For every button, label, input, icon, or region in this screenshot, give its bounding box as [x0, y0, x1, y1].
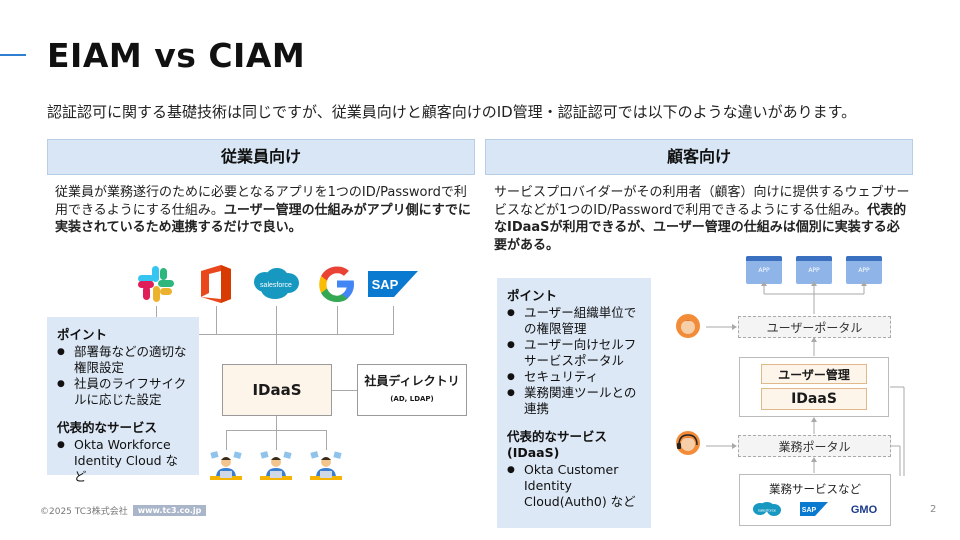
employee-worker-icon — [307, 450, 345, 486]
customer-services-heading: 代表的なサービス(IDaaS) — [507, 429, 608, 460]
app-window-icon: APP — [846, 256, 882, 284]
customer-point-item: ユーザー組織単位での権限管理 — [507, 305, 641, 337]
user-management-box: ユーザー管理 — [761, 364, 867, 384]
connector-line — [226, 430, 227, 450]
google-logo-icon — [314, 262, 360, 306]
connector-line — [276, 416, 277, 430]
slide-subtitle: 認証認可に関する基礎技術は同じですが、従業員向けと顧客向けのID管理・認証認可で… — [47, 103, 857, 121]
employee-worker-icon — [207, 450, 245, 486]
page-number: 2 — [930, 504, 937, 515]
employee-worker-icon — [257, 450, 295, 486]
sap-logo-text: SAP — [372, 277, 399, 292]
customer-point-item: ユーザー向けセルフサービスポータル — [507, 337, 641, 369]
salesforce-logo-icon: salesforce — [753, 502, 781, 516]
employee-column-header: 従業員向け — [47, 139, 475, 175]
connector-line — [156, 334, 394, 335]
customer-user-icon — [675, 313, 701, 341]
customer-flow-connectors — [706, 281, 905, 476]
employee-directory-box: 社員ディレクトリ (AD, LDAP) — [357, 364, 467, 416]
customer-points-box: ポイント ユーザー組織単位での権限管理 ユーザー向けセルフサービスポータル セキ… — [497, 278, 651, 528]
user-portal-box: ユーザーポータル — [738, 316, 891, 338]
customer-description-bold: 代表的なIDaaSが利用できるが、ユーザー管理の仕組みは個別に実装する必要がある… — [494, 202, 907, 253]
customer-points-heading: ポイント — [507, 288, 558, 303]
employee-service-item: Okta Workforce Identity Cloud など — [57, 437, 189, 485]
customer-point-item: セキュリティ — [507, 369, 641, 385]
employee-directory-sub: (AD, LDAP) — [390, 395, 434, 403]
sap-logo-icon: SAP — [367, 262, 419, 306]
customer-service-item: Okta Customer Identity Cloud(Auth0) など — [507, 462, 641, 510]
connector-line — [326, 430, 327, 450]
customer-description-plain: サービスプロバイダーがその利用者（顧客）向けに提供するウェブサービスなどが1つの… — [494, 185, 910, 218]
employee-description: 従業員が業務遂行のために必要となるアプリを1つのID/Passwordで利用でき… — [55, 184, 475, 237]
sap-logo-icon: SAP — [800, 502, 828, 516]
gmo-logo-text: GMO — [851, 504, 878, 516]
app-window-icon: APP — [746, 256, 782, 284]
business-portal-box: 業務ポータル — [738, 435, 891, 457]
footer: ©2025 TC3株式会社 www.tc3.co.jp — [40, 504, 207, 517]
customer-column-header: 顧客向け — [485, 139, 913, 175]
app-window-icon: APP — [796, 256, 832, 284]
employee-services-heading: 代表的なサービス — [57, 420, 158, 435]
salesforce-logo-icon: salesforce — [250, 262, 302, 306]
employee-points-box: ポイント 部署毎などの適切な権限設定 社員のライフサイクルに応じた設定 代表的な… — [47, 317, 199, 484]
customer-point-item: 業務関連ツールとの連携 — [507, 385, 641, 417]
employee-point-item: 社員のライフサイクルに応じた設定 — [57, 376, 189, 408]
business-services-box: 業務サービスなど salesforce SAP GMO — [739, 474, 891, 526]
slide-title: EIAM vs CIAM — [47, 36, 306, 75]
employee-point-item: 部署毎などの適切な権限設定 — [57, 344, 189, 376]
app-label: APP — [758, 267, 770, 274]
slack-logo-icon — [133, 262, 179, 306]
connector-line — [337, 306, 338, 334]
support-operator-icon — [675, 430, 701, 458]
connector-line — [276, 430, 277, 450]
connector-line — [216, 306, 217, 334]
customer-idaas-box: IDaaS — [761, 388, 867, 410]
business-services-label: 業務サービスなど — [769, 482, 861, 496]
employee-points-heading: ポイント — [57, 327, 108, 342]
employee-description-plain: 従業員が業務遂行のために必要となるアプリを1つのID/Passwordで利用でき… — [55, 185, 467, 218]
app-label: APP — [858, 267, 870, 274]
connector-line — [393, 306, 394, 334]
salesforce-logo-text: salesforce — [260, 282, 292, 289]
employee-directory-label: 社員ディレクトリ — [364, 374, 460, 388]
customer-description: サービスプロバイダーがその利用者（顧客）向けに提供するウェブサービスなどが1つの… — [494, 184, 912, 254]
office-logo-icon — [195, 262, 237, 306]
footer-copyright: ©2025 TC3株式会社 — [40, 507, 128, 517]
app-label: APP — [808, 267, 820, 274]
connector-line — [276, 306, 277, 364]
salesforce-logo-text: salesforce — [758, 508, 777, 513]
employee-description-bold: ユーザー管理の仕組みがアプリ側にすでに実装されているため連携するだけで良い。 — [55, 202, 471, 236]
connector-line — [332, 390, 357, 391]
employee-idaas-box: IDaaS — [222, 364, 332, 416]
sap-logo-text: SAP — [802, 507, 817, 514]
footer-url-link[interactable]: www.tc3.co.jp — [132, 505, 207, 516]
gmo-logo-icon: GMO — [851, 504, 878, 516]
title-accent-bar — [0, 54, 26, 56]
